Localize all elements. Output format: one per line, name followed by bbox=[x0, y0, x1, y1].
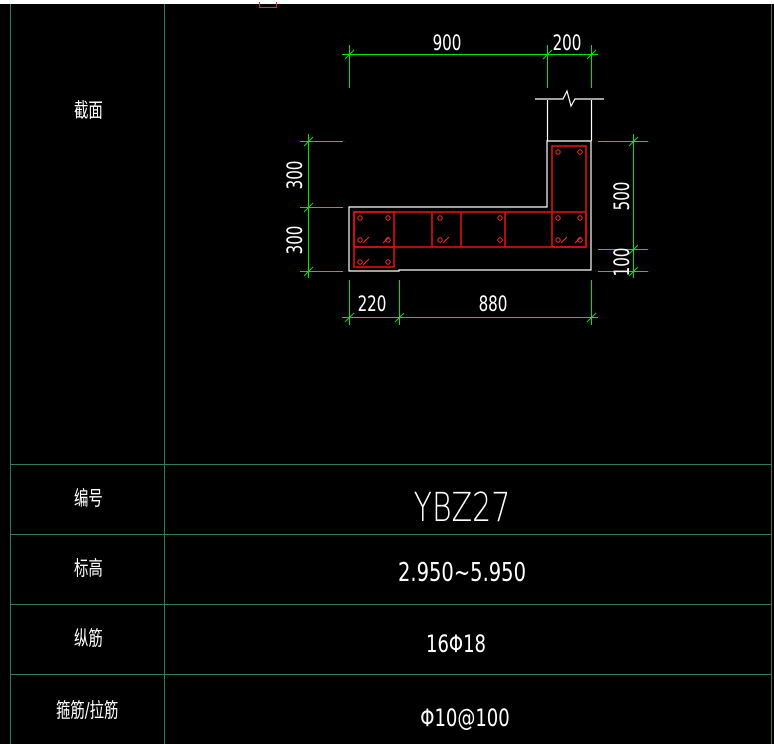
long-rebar-value: 16Φ18 bbox=[426, 630, 486, 658]
dim-right-100: 100 bbox=[611, 248, 635, 277]
dim-left-300-upper: 300 bbox=[284, 161, 308, 190]
id-value: YBZ27 bbox=[413, 485, 511, 531]
dim-top-900: 900 bbox=[433, 32, 462, 56]
section-outline bbox=[348, 140, 592, 272]
dimension-lines bbox=[300, 45, 648, 325]
stirrup-value: Φ10@100 bbox=[420, 704, 510, 732]
dim-bottom-880: 880 bbox=[479, 293, 508, 317]
elevation-label: 标高 bbox=[74, 556, 103, 580]
top-edge-bar bbox=[0, 0, 774, 4]
rebar-hooks bbox=[362, 236, 582, 266]
break-line bbox=[535, 89, 604, 141]
elevation-value: 2.950~5.950 bbox=[398, 558, 526, 588]
stirrup-vertical bbox=[551, 145, 587, 248]
dim-top-200: 200 bbox=[553, 32, 582, 56]
dim-right-500: 500 bbox=[611, 182, 635, 211]
section-label: 截面 bbox=[74, 98, 103, 122]
long-rebar-label: 纵筋 bbox=[74, 626, 103, 650]
stirrup-label: 箍筋/拉筋 bbox=[56, 698, 119, 722]
top-red-marker bbox=[259, 2, 277, 8]
dim-bottom-220: 220 bbox=[358, 293, 387, 317]
id-label: 编号 bbox=[74, 486, 103, 510]
dim-left-300-lower: 300 bbox=[284, 226, 308, 255]
rebar-cage bbox=[353, 145, 587, 268]
stirrup-end bbox=[353, 211, 395, 268]
